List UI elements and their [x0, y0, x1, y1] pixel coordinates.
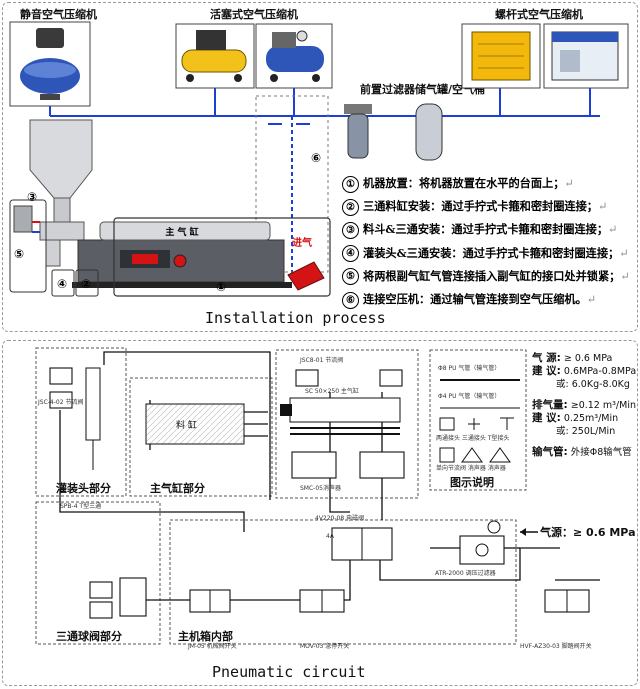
air-specs: 气 源: ≥ 0.6 MPa 建 议: 0.6MPa-0.8MPa 或: 6.0…	[532, 352, 637, 458]
three-way-throttle-1	[89, 581, 113, 599]
marker-3: ③	[27, 190, 37, 204]
legend-pu4: Φ4 PU 气管（输气管）	[438, 392, 500, 400]
main-box-section-label: 主机箱内部	[178, 629, 233, 643]
jsc4-label: JSC-4-02 节流阀	[37, 398, 83, 406]
installation-diagram: 主 气 缸 进气 ③ ⑤ ④ ② ① ⑥	[9, 21, 629, 297]
legend-pu8: Φ8 PU 气管（输气管）	[438, 364, 500, 372]
throttle-valve-1	[295, 369, 319, 387]
cylinder-spec-label: SC 50×250 主气缸	[305, 387, 359, 395]
silent-compressor-image	[9, 21, 91, 107]
screw-compressor-image-2	[543, 23, 629, 89]
sml-label: SMC-05消声器	[300, 484, 341, 492]
legend-section-label: 图示说明	[450, 475, 494, 489]
screw-compressor-image-1	[461, 23, 541, 89]
legend-muffler: 单向节流阀 消声器 消声器	[436, 464, 506, 472]
inlet-text: 进气	[292, 236, 312, 249]
throttle-valve-2	[379, 369, 403, 387]
screw-compressor-label: 螺杆式空气压缩机	[495, 8, 583, 21]
filling-throttle-valve-2	[49, 391, 73, 409]
filter-tank-label: 前置过滤器储气罐/空气桶	[360, 83, 486, 96]
hvf-label: HVF-AZ30-03 脚踏阀开关	[520, 642, 592, 650]
atr-filter-regulator	[459, 535, 505, 565]
sbpl-label: SPB-4 T型三通	[60, 502, 101, 510]
air-tank-image	[415, 103, 443, 161]
air-source-arrow-label: 气源：≥ 0.6 MPa	[539, 525, 636, 539]
valve-4a-label: 4A	[326, 533, 335, 540]
marker-5: ⑤	[14, 247, 24, 261]
material-cylinder-text: 料 缸	[176, 419, 197, 431]
installation-caption: Installation process	[205, 309, 386, 327]
foot-pedal-image	[287, 261, 325, 291]
hopper-image	[29, 119, 93, 223]
valve-box-2	[359, 451, 405, 479]
piston-compressor-image-2	[255, 23, 333, 89]
main-cylinder-section-label: 主气缸部分	[150, 481, 205, 495]
valve-box-1	[291, 451, 337, 479]
jscb-top-label: JSC8-01 节流阀	[299, 356, 343, 364]
jm05-label: JM-05 机械阀开关	[187, 642, 237, 650]
marker-2: ②	[81, 277, 91, 291]
installation-panel	[2, 2, 638, 332]
marker-4: ④	[57, 277, 67, 291]
atr-label: ATR-2000 调压过滤器	[435, 569, 496, 577]
legend-tee: 两通接头 三通接头 T型接头	[436, 434, 509, 442]
mov03-label: MOV-03 急停开关	[300, 642, 349, 650]
cylinder-text: 主 气 缸	[165, 226, 198, 238]
filling-head-section-label: 灌装头部分	[56, 481, 111, 495]
cylinder-arrows	[244, 411, 268, 437]
material-cylinder-image	[145, 403, 245, 445]
filter-image	[344, 104, 372, 159]
three-way-section-label: 三通球阀部分	[56, 629, 122, 643]
piston-compressor-label: 活塞式空气压缩机	[210, 8, 298, 21]
pneumatic-panel	[2, 340, 638, 686]
marker-6: ⑥	[311, 151, 321, 165]
filling-machine-image	[72, 221, 292, 288]
filling-throttle-valve	[49, 367, 73, 385]
piston-compressor-image-1	[175, 23, 255, 89]
three-way-throttle-2	[89, 601, 113, 619]
marker-1: ①	[216, 280, 226, 294]
three-way-cylinder	[119, 577, 147, 617]
main-air-cylinder-image	[280, 397, 401, 435]
valve-4v-label: 4V220-08 电磁阀	[315, 514, 364, 522]
pneumatic-caption: Pneumatic circuit	[212, 663, 366, 681]
silent-compressor-label: 静音空气压缩机	[20, 8, 97, 21]
